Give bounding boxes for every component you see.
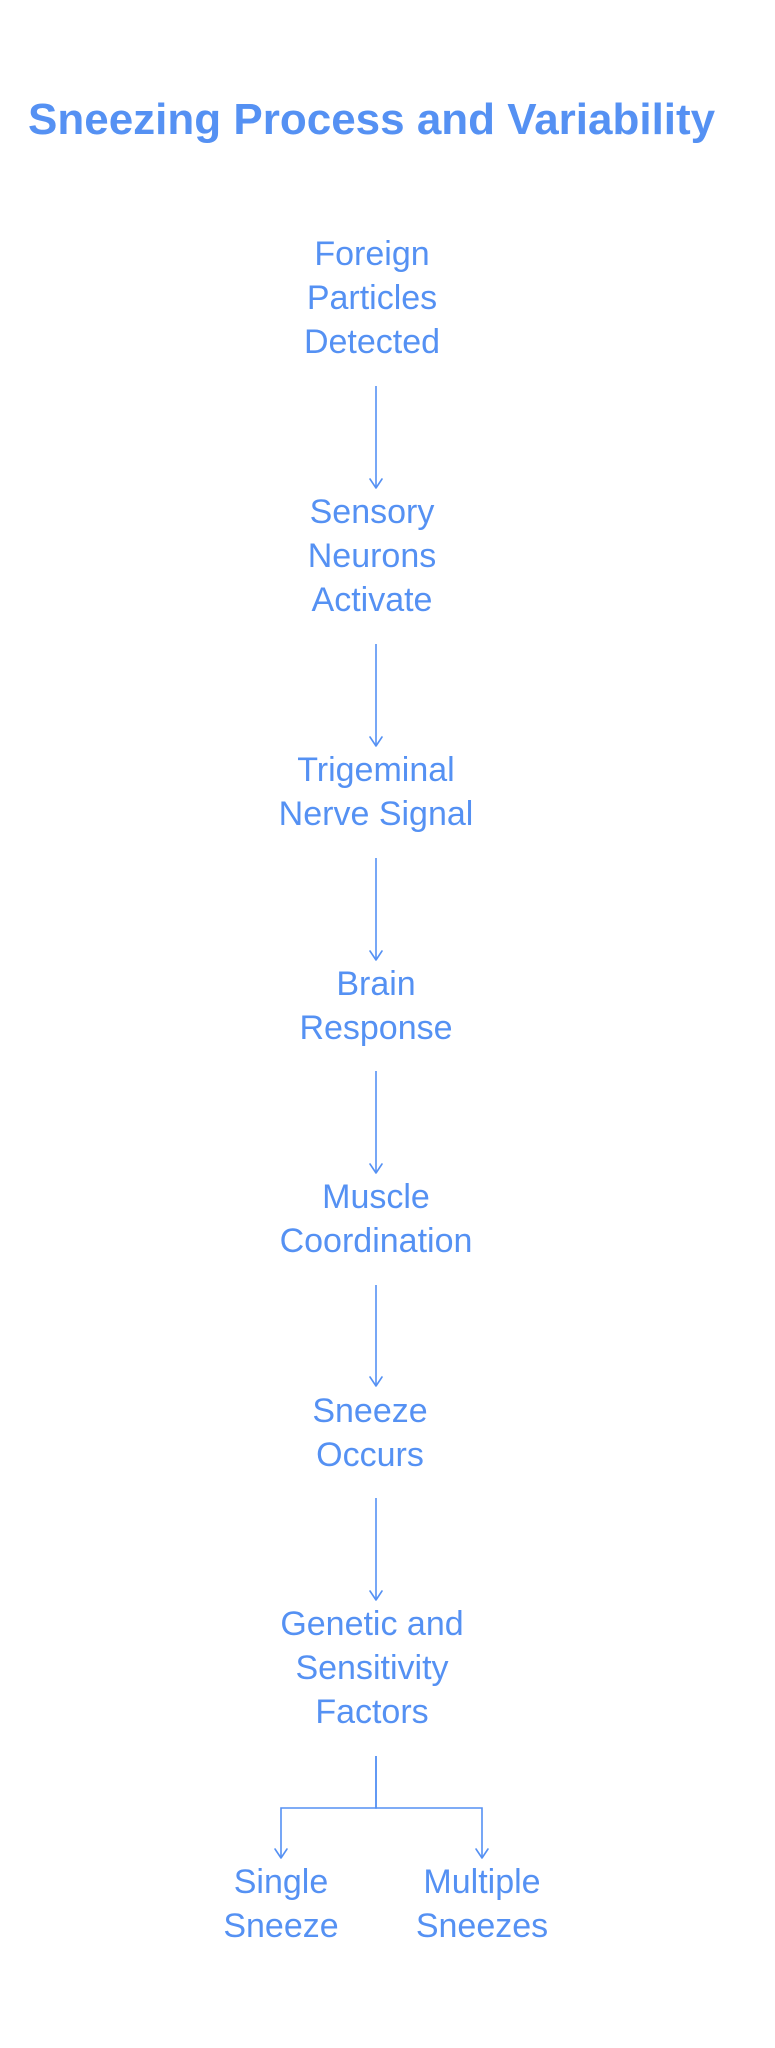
node-label-line: Brain [336, 965, 415, 1003]
node-label-line: Trigeminal [297, 751, 454, 789]
edge-sensory-neurons-to-trigeminal-nerve [369, 644, 383, 747]
edge-foreign-particles-to-sensory-neurons [369, 386, 383, 489]
node-label-line: Multiple [423, 1863, 540, 1901]
edge-muscle-coordination-to-sneeze-occurs [369, 1285, 383, 1387]
arrow-head-icon [369, 1163, 383, 1174]
node-label-line: Sneeze [223, 1907, 338, 1945]
arrow-head-icon [274, 1848, 288, 1859]
node-label-line: Coordination [280, 1222, 473, 1260]
connector-line [280, 1756, 377, 1858]
node-label-line: Nerve Signal [279, 795, 474, 833]
connector-line [375, 1756, 483, 1858]
node-label-line: Factors [315, 1693, 428, 1731]
edge-brain-response-to-muscle-coordination [369, 1071, 383, 1174]
node-label-line: Sensory [310, 493, 435, 531]
arrow-head-icon [475, 1848, 489, 1859]
arrow-head-icon [369, 478, 383, 489]
arrow-head-icon [369, 736, 383, 747]
edge-genetic-factors-to-multiple-sneezes [375, 1756, 489, 1859]
edge-sneeze-occurs-to-genetic-factors [369, 1498, 383, 1601]
page-title: Sneezing Process and Variability [28, 95, 716, 144]
edge-trigeminal-nerve-to-brain-response [369, 858, 383, 961]
node-label-line: Activate [312, 581, 433, 619]
edge-genetic-factors-to-single-sneeze [274, 1756, 377, 1859]
node-label-line: Response [299, 1009, 452, 1047]
node-label-line: Single [234, 1863, 329, 1901]
node-label-line: Neurons [308, 537, 437, 575]
node-label-line: Muscle [322, 1178, 430, 1216]
arrow-head-icon [369, 1376, 383, 1387]
node-label-line: Sensitivity [295, 1649, 448, 1687]
node-label-line: Genetic and [280, 1605, 463, 1643]
node-label-line: Detected [304, 323, 440, 361]
node-label-line: Sneezes [416, 1907, 548, 1945]
node-label-line: Sneeze [312, 1392, 427, 1430]
arrow-head-icon [369, 1590, 383, 1601]
node-label-line: Particles [307, 279, 437, 317]
node-label-line: Occurs [316, 1436, 424, 1474]
node-label-line: Foreign [314, 235, 429, 273]
arrow-head-icon [369, 950, 383, 961]
